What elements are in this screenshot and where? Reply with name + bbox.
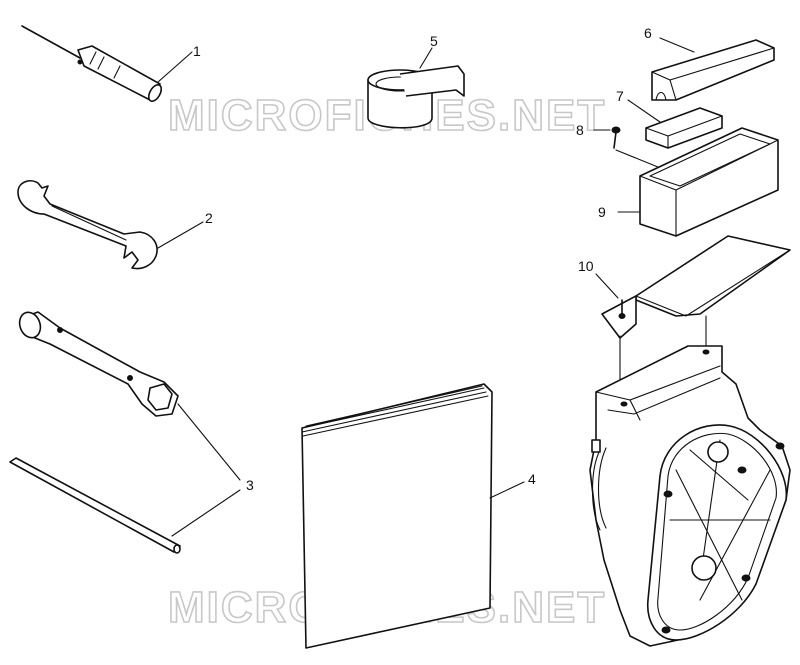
callout-line-6 (659, 37, 695, 53)
callout-9: 9 (598, 204, 606, 220)
callout-2: 2 (205, 210, 213, 226)
callout-line-3b (171, 489, 241, 537)
manual (301, 383, 493, 649)
callout-line-7 (627, 99, 661, 123)
callout-line-5 (419, 47, 433, 69)
callout-line-1 (157, 51, 193, 83)
callout-3: 3 (246, 477, 254, 493)
screw (611, 126, 621, 149)
tool-box-lid (651, 39, 775, 101)
callout-line-2 (157, 221, 204, 249)
strap-roll (367, 65, 465, 129)
callout-6: 6 (644, 25, 652, 41)
screwdriver (21, 25, 163, 102)
callout-line-10 (595, 273, 619, 299)
spark-plug-wrench (18, 311, 179, 417)
callout-8: 8 (576, 122, 584, 138)
callout-line-3a (177, 403, 241, 481)
callout-line-4 (489, 481, 525, 499)
tool-box (639, 127, 779, 237)
open-end-wrench (17, 180, 158, 270)
callout-10: 10 (578, 258, 594, 274)
pad (645, 107, 723, 149)
tommy-bar (9, 457, 181, 554)
chaincase-housing (589, 345, 791, 647)
bracket-screw (618, 299, 626, 319)
callout-5: 5 (430, 33, 438, 49)
callout-7: 7 (616, 88, 624, 104)
callout-1: 1 (193, 43, 201, 59)
callout-4: 4 (528, 471, 536, 487)
